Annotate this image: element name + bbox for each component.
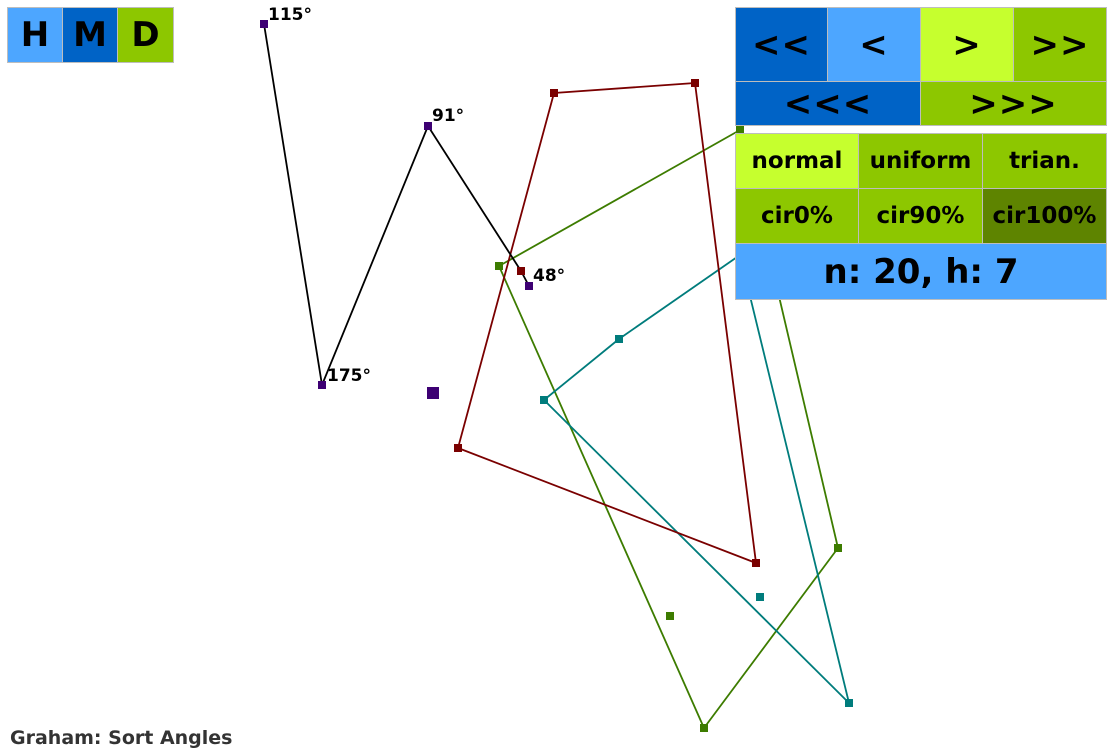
maroon-point [752,559,760,567]
maroon-hull-outline [457,82,757,564]
step-back-button[interactable]: < [827,7,921,82]
olive-point [834,544,842,552]
point-count-info: n: 20, h: 7 [735,243,1107,300]
olive-point [736,126,744,134]
uniform-distribution-button[interactable]: uniform [858,133,983,189]
maroon-point [691,79,699,87]
angle-label: 115° [268,5,312,25]
maroon-point [550,89,558,97]
circle-0-button[interactable]: cir0% [735,188,859,244]
circle-100-button[interactable]: cir100% [982,188,1107,244]
sorted-point [260,20,268,28]
step-forward-fast-button[interactable]: >> [1013,7,1107,82]
go-to-end-button[interactable]: >>> [920,81,1107,126]
step-back-fast-button[interactable]: << [735,7,828,82]
triangular-distribution-button[interactable]: trian. [982,133,1107,189]
sorted-point [525,282,533,290]
d-button[interactable]: D [117,7,174,63]
sorted-point [318,381,326,389]
circle-90-button[interactable]: cir90% [858,188,983,244]
normal-distribution-button[interactable]: normal [735,133,859,189]
olive-point [666,612,674,620]
teal-point [540,396,548,404]
algorithm-caption: Graham: Sort Angles [10,727,233,749]
h-button[interactable]: H [7,7,63,63]
maroon-point [454,444,462,452]
m-button[interactable]: M [62,7,118,63]
teal-point [615,335,623,343]
teal-point [845,699,853,707]
step-forward-button[interactable]: > [920,7,1014,82]
olive-point [700,724,708,732]
sorted-point [424,122,432,130]
pivot-point [427,387,439,399]
teal-point [756,593,764,601]
angle-label: 91° [432,106,464,126]
maroon-point [517,267,525,275]
olive-point [495,262,503,270]
angle-label: 48° [533,266,565,286]
go-to-start-button[interactable]: <<< [735,81,921,126]
teal-hull-outline [543,254,850,704]
angle-label: 175° [327,366,371,386]
